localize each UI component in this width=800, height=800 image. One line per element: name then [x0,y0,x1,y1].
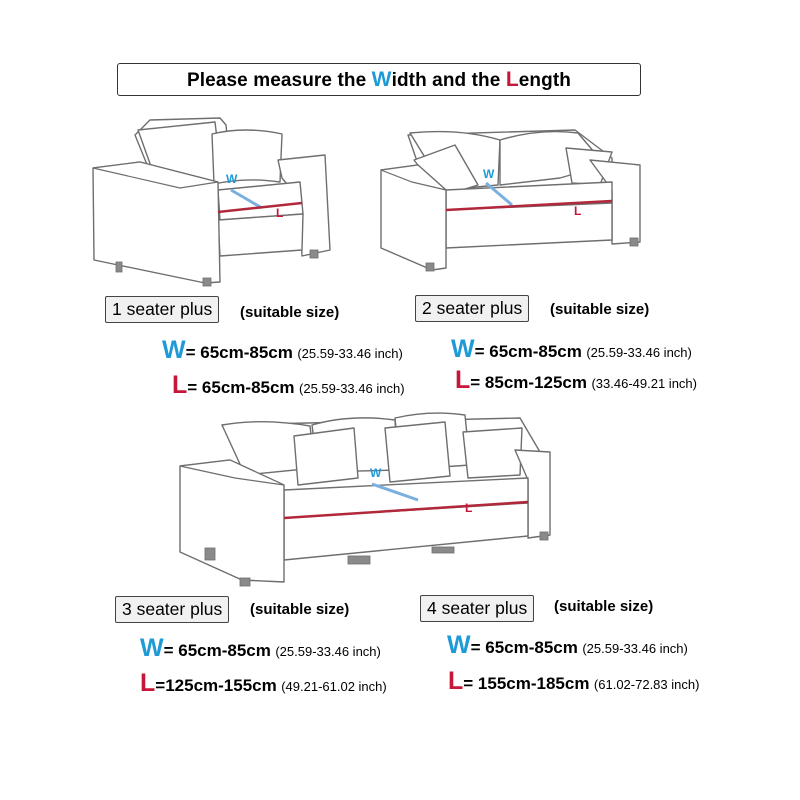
width-marker-label: W [226,172,238,186]
suitable-size-note: (suitable size) [554,598,654,615]
width-inch: (25.59-33.46 inch) [582,641,688,656]
length-marker-line [217,201,303,214]
size-label-2-seater: 2 seater plus [415,295,530,322]
title-text-middle: idth and the [391,70,506,91]
width-inch: (25.59-33.46 inch) [586,345,692,360]
length-inch: (61.02-72.83 inch) [593,677,700,692]
sofa-3-4-seater: W L [179,412,551,587]
length-measurement-2-seater: L= 85cm-125cm (33.46-49.21 inch) [455,368,697,396]
title-width-letter: W [371,68,392,91]
length-marker-line [445,199,613,212]
width-value: = 65cm-85cm [163,641,271,660]
length-letter: L [455,366,471,394]
length-inch: (25.59-33.46 inch) [299,381,405,396]
width-measurement-3-seater: W= 65cm-85cm (25.59-33.46 inch) [140,636,381,664]
width-marker-line [230,188,263,210]
page-title: Please measure the Width and the Length [118,64,640,96]
length-value: = 85cm-125cm [470,373,588,392]
title-length-letter: L [505,68,519,91]
armchair-1-seater: W L [92,117,331,287]
suitable-size-note: (suitable size) [250,601,350,618]
armchair-right-arm [277,154,331,257]
length-inch: (33.46-49.21 inch) [591,376,697,391]
width-value: = 65cm-85cm [470,638,578,657]
sofa2-leg [425,262,435,272]
width-measurement-4-seater: W= 65cm-85cm (25.59-33.46 inch) [447,633,688,661]
width-letter: W [162,336,186,364]
width-letter: W [451,335,475,363]
width-value: = 65cm-85cm [474,342,582,361]
suitable-size-note: (suitable size) [550,301,650,318]
size-label-4-seater: 4 seater plus [420,595,535,622]
armchair-left-arm-top [92,161,219,189]
title-box: Please measure the Width and the Length [117,63,641,96]
armchair-pillow [211,129,283,185]
length-marker-label: L [465,501,472,515]
length-measurement-3-seater: L=125cm-155cm (49.21-61.02 inch) [140,671,387,699]
length-measurement-4-seater: L= 155cm-185cm (61.02-72.83 inch) [448,669,699,697]
width-marker-label: W [483,167,495,181]
title-text-start: Please measure the [187,70,372,91]
sofa3-leg [431,546,455,554]
armchair-leg [309,249,319,259]
length-letter: L [140,669,156,697]
length-inch: (49.21-61.02 inch) [281,679,387,694]
width-marker-label: W [370,466,382,480]
sofa3-right-arm [514,449,551,539]
length-value: = 65cm-85cm [187,378,295,397]
armchair-seat-front [217,213,304,257]
length-marker-label: L [574,204,581,218]
armchair-leg [115,261,123,273]
width-inch: (25.59-33.46 inch) [275,644,381,659]
width-value: = 65cm-85cm [185,343,293,362]
sofa-2-seater: W L [380,129,641,272]
width-marker-line [371,482,419,502]
sofa3-leg [347,555,371,565]
armchair-leg [202,277,212,287]
sofa3-pillow-3 [462,427,523,479]
sofa3-pillow-2 [384,421,451,483]
sofa3-leg [239,577,251,587]
width-letter: W [140,634,164,662]
size-label-1-seater: 1 seater plus [105,296,220,323]
length-measurement-1-seater: L= 65cm-85cm (25.59-33.46 inch) [172,373,405,401]
title-text-end: ength [518,70,571,91]
length-letter: L [172,371,188,399]
length-marker-label: L [276,206,283,220]
width-marker-line [485,181,513,207]
suitable-size-note: (suitable size) [240,304,340,321]
sofa2-leg [629,237,639,247]
sofa3-leg [539,531,549,541]
sofa3-left-arm-top [179,459,285,486]
length-letter: L [448,667,464,695]
length-value: = 155cm-185cm [463,674,590,693]
sofa3-leg [204,547,216,561]
length-marker-line [283,500,529,520]
width-measurement-2-seater: W= 65cm-85cm (25.59-33.46 inch) [451,337,692,365]
size-label-3-seater: 3 seater plus [115,596,230,623]
sofa2-left-arm-top [380,164,447,191]
sofa3-pillow-1 [293,427,359,486]
length-value: =125cm-155cm [155,676,277,695]
width-measurement-1-seater: W= 65cm-85cm (25.59-33.46 inch) [162,338,403,366]
width-letter: W [447,631,471,659]
width-inch: (25.59-33.46 inch) [297,346,403,361]
